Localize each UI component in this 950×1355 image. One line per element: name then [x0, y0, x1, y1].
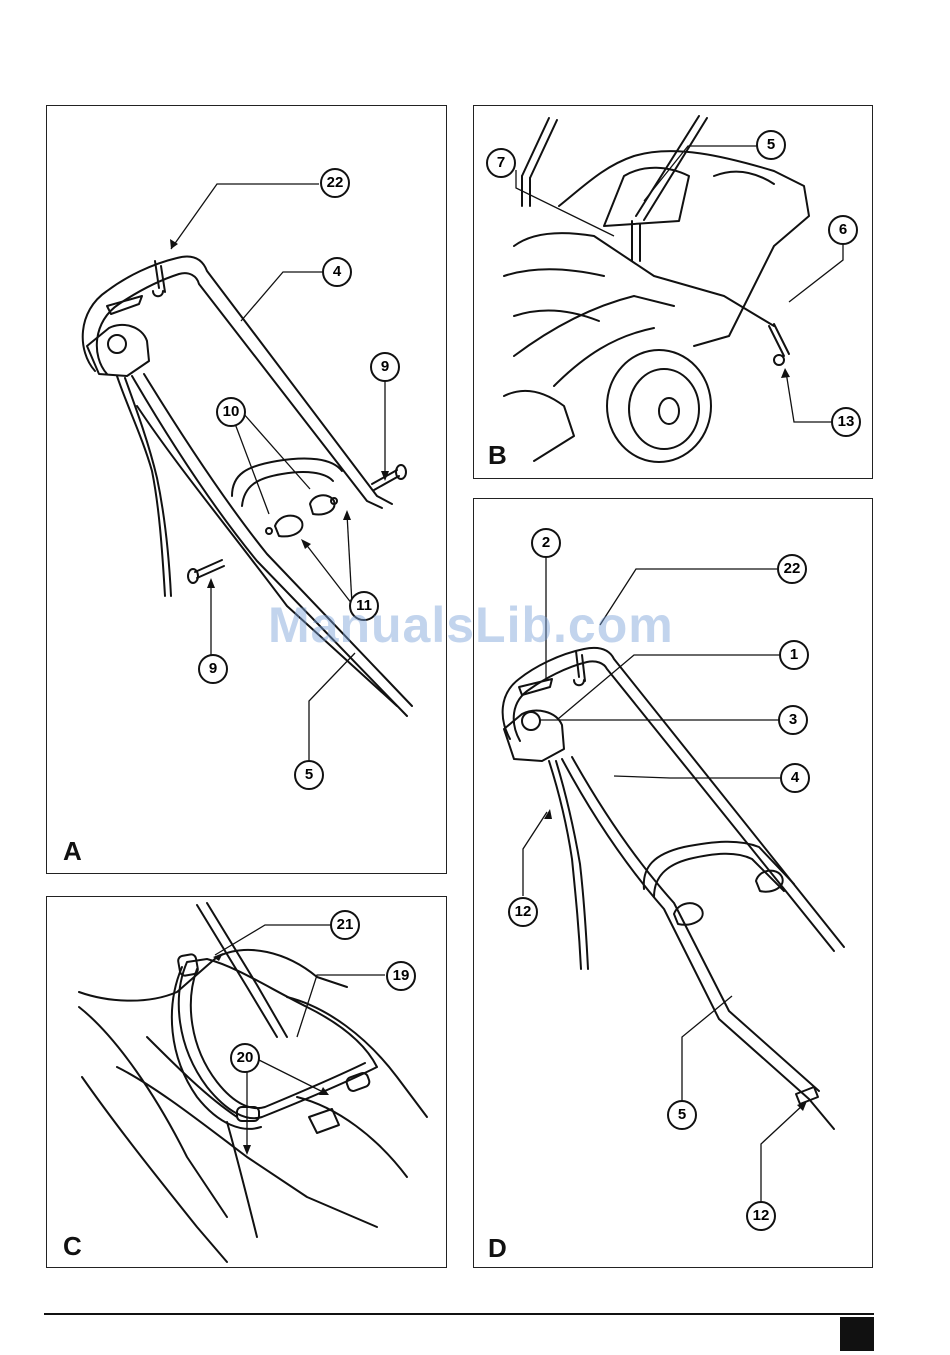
callout-label-20: 20 [231, 1049, 259, 1066]
callout-label-5: 5 [668, 1106, 696, 1123]
panel-letter-a: A [63, 836, 82, 867]
callout-label-7: 7 [487, 154, 515, 171]
watermark: ManualsLib.com [268, 596, 674, 654]
callout-label-22: 22 [321, 174, 349, 191]
callout-label-4: 4 [781, 769, 809, 786]
callout-label-21: 21 [331, 916, 359, 933]
callout-label-3: 3 [779, 711, 807, 728]
callout-label-12b: 12 [747, 1207, 775, 1224]
callouts-c [47, 897, 447, 1268]
figure-panel-b: 7 5 6 13 B [473, 105, 873, 479]
callout-label-2: 2 [532, 534, 560, 551]
callout-label-10: 10 [217, 403, 245, 420]
panel-letter-b: B [488, 440, 507, 471]
callout-label-5: 5 [757, 136, 785, 153]
callout-label-6: 6 [829, 221, 857, 238]
callout-label-13: 13 [832, 413, 860, 430]
callouts-b [474, 106, 873, 479]
callout-label-1: 1 [780, 646, 808, 663]
panel-letter-c: C [63, 1231, 82, 1262]
footer-rule [44, 1313, 874, 1315]
callout-label-12: 12 [509, 903, 537, 920]
callout-label-9b: 9 [199, 660, 227, 677]
callout-label-5: 5 [295, 766, 323, 783]
callout-label-19: 19 [387, 967, 415, 984]
page-number-block [840, 1317, 874, 1351]
panel-letter-d: D [488, 1233, 507, 1264]
callout-label-22: 22 [778, 560, 806, 577]
callout-label-9: 9 [371, 358, 399, 375]
callouts-a [47, 106, 447, 874]
callout-label-4: 4 [323, 263, 351, 280]
figure-panel-c: 21 19 20 C [46, 896, 447, 1268]
figure-panel-a: 22 4 9 10 11 9 5 A [46, 105, 447, 874]
